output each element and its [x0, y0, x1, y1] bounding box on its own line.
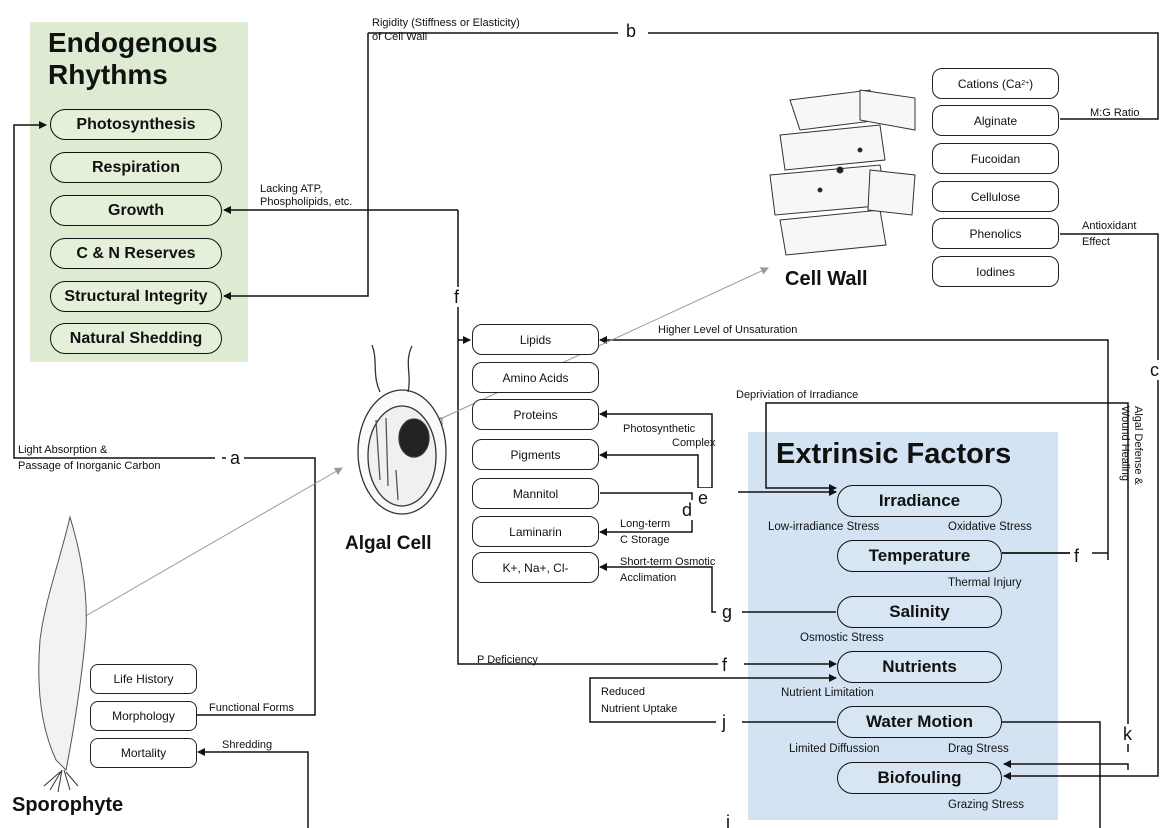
sporophyte-life-history: Life History: [90, 664, 197, 694]
label-depriviation: Depriviation of Irradiance: [736, 389, 859, 401]
letter-b: b: [622, 21, 641, 41]
algal-cell-illustration: [357, 344, 447, 515]
sporophyte-mortality: Mortality: [90, 738, 197, 768]
label-p-deficiency: P Deficiency: [477, 654, 538, 666]
factor-temperature: Temperature: [837, 540, 1002, 572]
cellwall-phenolics: Phenolics: [932, 218, 1059, 249]
label-reduced-1: Reduced: [601, 686, 646, 698]
letter-g: g: [718, 602, 737, 622]
cell-mannitol: Mannitol: [472, 478, 599, 509]
label-light-1: Light Absorption &: [18, 444, 108, 456]
label-algal-defense-2: Wound Healing: [1119, 406, 1131, 482]
label-functional-forms: Functional Forms: [209, 702, 294, 714]
stress-osmotic: Osmostic Stress: [800, 632, 884, 644]
letter-c: c: [1146, 360, 1163, 380]
label-rigidity-1: Rigidity (Stiffness or Elasticity): [372, 17, 520, 29]
endogenous-structural-integrity: Structural Integrity: [50, 281, 222, 312]
cell-laminarin: Laminarin: [472, 516, 599, 547]
label-shortterm-1: Short-term Osmotic: [620, 556, 716, 568]
label-rigidity-2: of Cell Wall: [372, 31, 428, 43]
label-photosynthetic-2: Complex: [672, 437, 716, 449]
cellwall-cellulose: Cellulose: [932, 181, 1059, 212]
letter-j: j: [718, 712, 730, 732]
label-algal-defense-1: Algal Defense &: [1132, 406, 1144, 485]
label-longterm-1: Long-term: [620, 518, 671, 530]
sporophyte-morphology: Morphology: [90, 701, 197, 731]
label-algal-defense: Algal Defense & Wound Healing: [1118, 400, 1144, 500]
label-longterm-2: C Storage: [620, 534, 670, 546]
letter-f-temperature: f: [1070, 546, 1084, 566]
endogenous-respiration: Respiration: [50, 152, 222, 183]
stress-thermal-injury: Thermal Injury: [948, 577, 1022, 589]
cell-wall-title: Cell Wall: [785, 268, 868, 290]
label-shredding: Shredding: [222, 739, 273, 751]
factor-biofouling: Biofouling: [837, 762, 1002, 794]
letter-a: a: [226, 448, 245, 468]
cellwall-alginate: Alginate: [932, 105, 1059, 136]
cellwall-fucoidan: Fucoidan: [932, 143, 1059, 174]
sporophyte-title: Sporophyte: [12, 794, 124, 816]
cell-wall-illustration: [769, 89, 916, 256]
label-photosynthetic-1: Photosynthetic: [623, 423, 696, 435]
cell-ions: K+, Na+, Cl-: [472, 552, 599, 583]
algal-cell-title: Algal Cell: [345, 533, 432, 554]
sporophyte-illustration: [38, 515, 87, 793]
cellwall-cations-label: Cations (Ca: [957, 76, 1022, 91]
stress-limited-diffusion: Limited Diffussion: [789, 743, 880, 755]
stress-oxidative: Oxidative Stress: [948, 521, 1032, 533]
extrinsic-title: Extrinsic Factors: [776, 438, 1012, 470]
factor-water-motion: Water Motion: [837, 706, 1002, 738]
cellwall-cations-close: ): [1029, 76, 1034, 91]
endogenous-title-line2: Rhythms: [48, 59, 168, 90]
endogenous-title-line1: Endogenous: [48, 27, 218, 58]
stress-drag: Drag Stress: [948, 743, 1009, 755]
factor-nutrients: Nutrients: [837, 651, 1002, 683]
letter-d: d: [678, 500, 697, 520]
factor-salinity: Salinity: [837, 596, 1002, 628]
letter-k: k: [1119, 724, 1136, 744]
label-antioxidant-1: Antioxidant: [1082, 220, 1137, 232]
label-unsaturation: Higher Level of Unsaturation: [658, 324, 798, 336]
cell-lipids: Lipids: [472, 324, 599, 355]
letter-i: i: [722, 812, 734, 828]
endogenous-cn-reserves: C & N Reserves: [50, 238, 222, 269]
endogenous-natural-shedding: Natural Shedding: [50, 323, 222, 354]
letter-f-nutrients: f: [718, 655, 732, 675]
label-lacking-1: Lacking ATP,: [260, 183, 323, 195]
stress-grazing: Grazing Stress: [948, 799, 1025, 811]
label-lacking-2: Phospholipids, etc.: [260, 196, 353, 208]
factor-irradiance: Irradiance: [837, 485, 1002, 517]
letter-e: e: [694, 488, 713, 508]
cell-proteins: Proteins: [472, 399, 599, 430]
label-mg-ratio: M:G Ratio: [1090, 107, 1140, 119]
stress-low-irradiance: Low-irradiance Stress: [768, 521, 880, 533]
label-reduced-2: Nutrient Uptake: [601, 703, 678, 715]
label-shortterm-2: Acclimation: [620, 572, 677, 584]
cellwall-iodines: Iodines: [932, 256, 1059, 287]
cellwall-cations-superscript: 2+: [1021, 80, 1030, 87]
label-antioxidant-2: Effect: [1082, 236, 1110, 248]
cell-pigments: Pigments: [472, 439, 599, 470]
stress-nutrient-limitation: Nutrient Limitation: [781, 687, 874, 699]
label-light-2: Passage of Inorganic Carbon: [18, 460, 161, 472]
endogenous-photosynthesis: Photosynthesis: [50, 109, 222, 140]
endogenous-growth: Growth: [50, 195, 222, 226]
letter-f-cell: f: [450, 287, 464, 307]
cell-amino-acids: Amino Acids: [472, 362, 599, 393]
